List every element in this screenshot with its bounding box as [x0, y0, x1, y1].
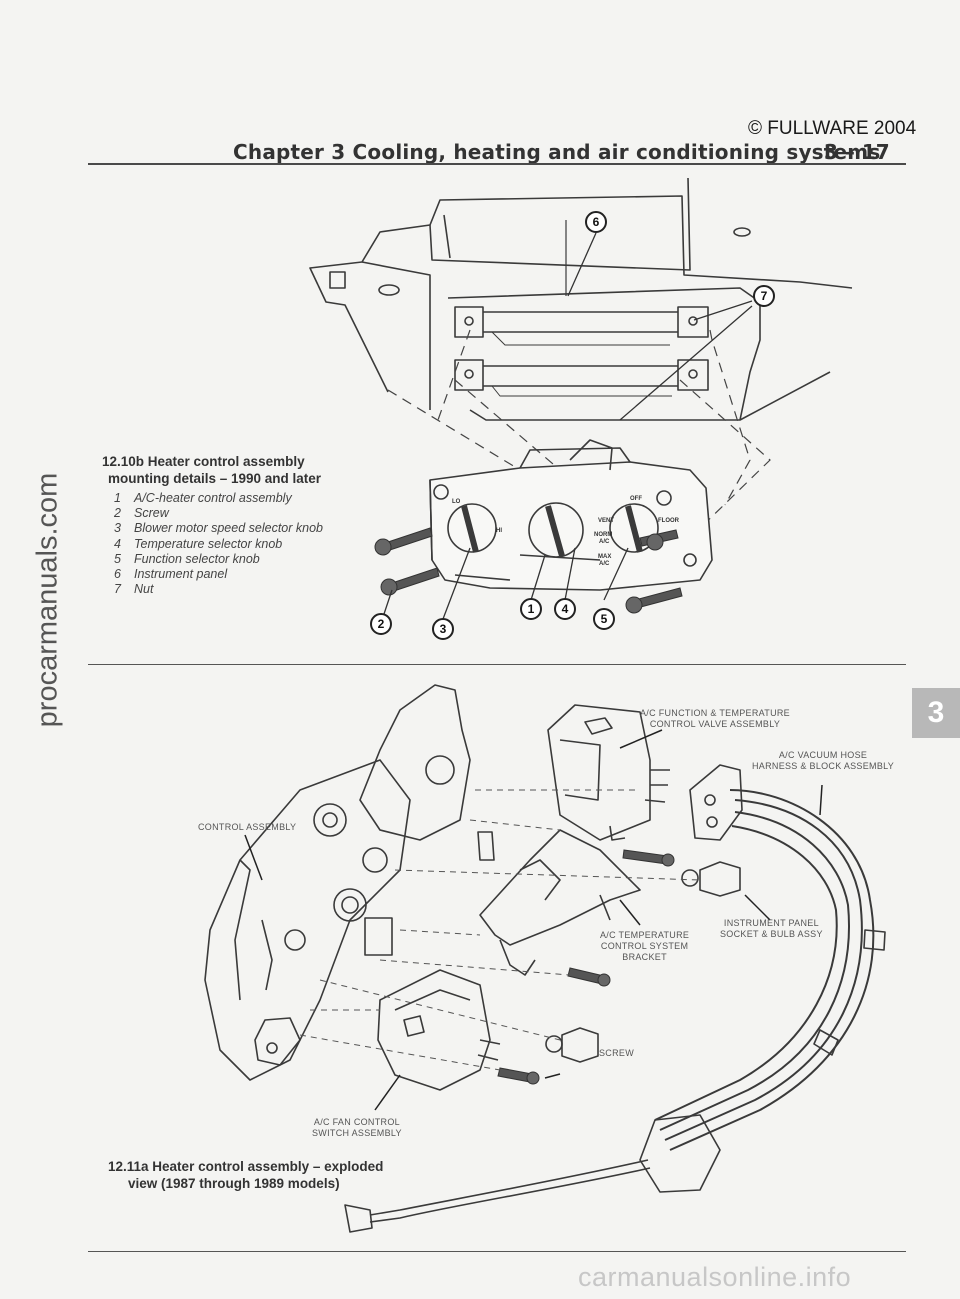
panel-label-max-ac: A/C — [599, 561, 610, 567]
harness-connector — [639, 1114, 721, 1193]
page-number: 3 – 17 — [824, 140, 890, 164]
fan-switch-assembly — [377, 969, 491, 1091]
blower-knob — [447, 503, 497, 553]
label-vacuum-hose: A/C VACUUM HOSE HARNESS & BLOCK ASSEMBLY — [752, 750, 895, 771]
panel-label-off: OFF — [630, 496, 642, 502]
callout-4: 4 — [562, 602, 569, 616]
callout-6: 6 — [593, 215, 600, 229]
header-rule — [88, 163, 906, 165]
bottom-watermark: carmanualsonline.info — [578, 1262, 852, 1292]
instrument-panel-outline — [309, 195, 853, 289]
function-knob — [609, 503, 659, 553]
section-divider — [88, 664, 906, 665]
bulb-socket-right — [699, 861, 741, 897]
callout-5: 5 — [601, 612, 608, 626]
callout-1: 1 — [528, 602, 535, 616]
control-assembly-upper — [359, 684, 471, 841]
screw-upper — [622, 849, 669, 865]
figure2-caption: 12.11a Heater control assembly – explode… — [108, 1159, 384, 1191]
function-valve-assembly — [547, 704, 651, 841]
callout-3: 3 — [440, 622, 447, 636]
panel-label-max: MAX — [598, 554, 611, 560]
label-screw: SCREW — [599, 1048, 634, 1058]
label-temperature-bracket: A/C TEMPERATURE CONTROL SYSTEM BRACKET — [600, 930, 690, 962]
control-head-face — [429, 461, 713, 591]
label-bulb-socket: INSTRUMENT PANEL SOCKET & BULB ASSY — [720, 918, 823, 939]
temperature-bracket — [479, 829, 641, 946]
vacuum-harness-block — [689, 764, 743, 841]
figure1-caption: 12.10b Heater control assembly mounting … — [102, 454, 322, 486]
chapter-tab: 3 — [912, 688, 960, 738]
label-fan-switch: A/C FAN CONTROL SWITCH ASSEMBLY — [312, 1117, 402, 1138]
label-control-assembly: CONTROL ASSEMBLY — [198, 822, 297, 832]
footer-rule — [88, 1251, 906, 1252]
callout-7: 7 — [761, 289, 768, 303]
label-function-valve: A/C FUNCTION & TEMPERATURE CONTROL VALVE… — [640, 708, 790, 729]
panel-label-norm: NORM — [594, 532, 612, 538]
panel-label-ac: A/C — [599, 539, 610, 545]
panel-label-hi: HI — [496, 528, 502, 534]
chapter-title: Chapter 3 Cooling, heating and air condi… — [233, 140, 881, 164]
panel-label-floor: FLOOR — [658, 518, 680, 524]
control-assembly-body — [204, 759, 411, 1081]
copyright-notice: © FULLWARE 2004 — [748, 118, 917, 139]
panel-label-vent: VENT — [598, 518, 614, 524]
panel-label-lo: LO — [452, 499, 461, 505]
bulb-socket-lower — [561, 1027, 599, 1063]
callout-2: 2 — [378, 617, 385, 631]
